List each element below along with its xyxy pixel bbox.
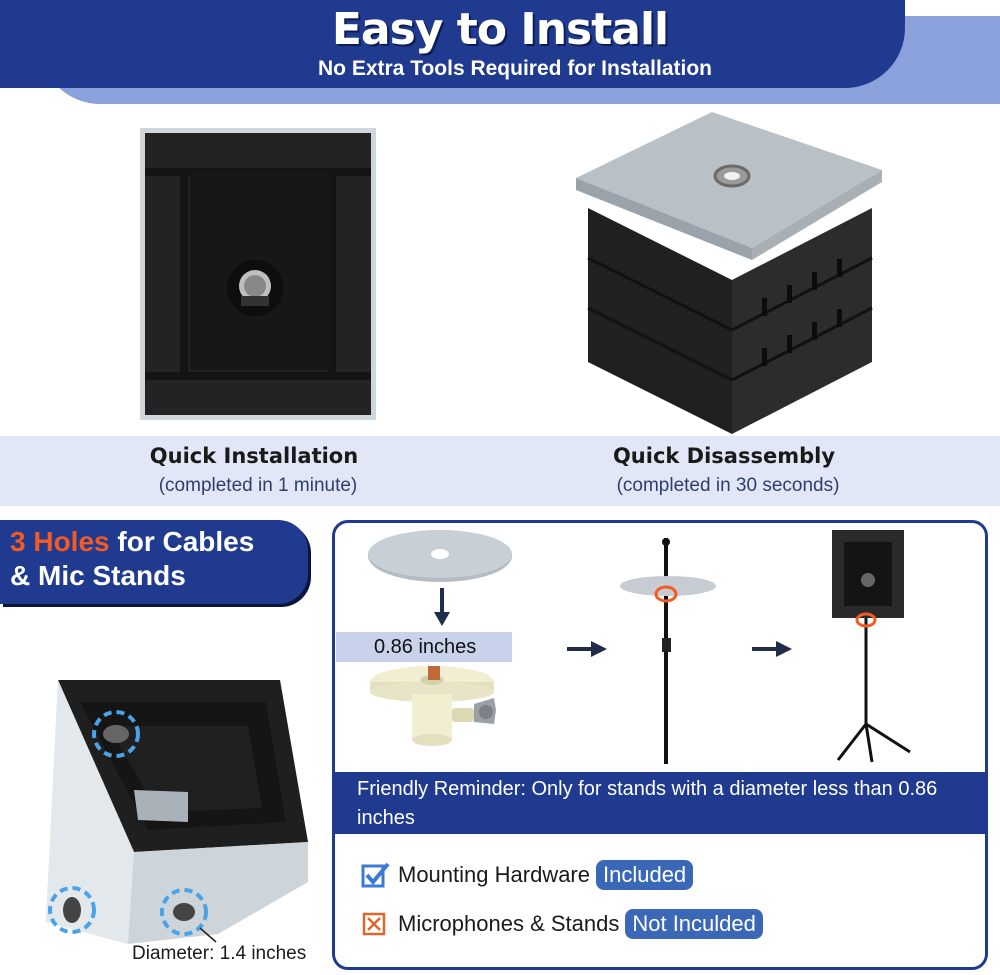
disassembled-booth-image	[576, 112, 882, 434]
booth-holes-image	[46, 680, 308, 944]
checkbox-checked-icon	[361, 862, 390, 888]
holes-heading-line2: & Mic Stands	[10, 560, 186, 591]
status-badge-not-included: Not Inculded	[625, 909, 763, 939]
booth-on-stand-image	[832, 530, 911, 763]
friendly-reminder: Friendly Reminder: Only for stands with …	[335, 772, 985, 834]
page-title: Easy to Install	[331, 4, 669, 55]
installed-booth-image	[140, 128, 376, 420]
caption-band	[0, 436, 1000, 506]
installation-caption-title: Quick Installation	[149, 444, 359, 468]
hole-diameter-label: Diameter: 1.4 inches	[132, 943, 307, 964]
checklist-item-microphones-stands: Microphones & Stands Not Inculded	[360, 908, 763, 940]
status-badge-included: Included	[595, 860, 694, 890]
stand-with-disc-image	[620, 538, 716, 764]
holes-heading-line1: 3 Holes for Cables	[10, 526, 254, 558]
disassembly-caption-title: Quick Disassembly	[612, 444, 836, 468]
page-subtitle: No Extra Tools Required for Installation	[318, 57, 712, 80]
felt-disc-image	[368, 530, 512, 582]
arrow-down-icon	[434, 588, 450, 626]
checkbox-crossed-icon	[362, 912, 386, 936]
arrow-right-icon	[752, 641, 792, 657]
disassembly-caption-subtitle: (completed in 30 seconds)	[616, 475, 840, 496]
arrow-right-icon	[567, 641, 607, 657]
size-label: 0.86 inches	[374, 636, 477, 658]
installation-caption-subtitle: (completed in 1 minute)	[158, 475, 358, 496]
holes-heading-banner	[0, 520, 308, 604]
header-banner	[0, 0, 905, 88]
holes-heading-rest: for Cables	[109, 526, 255, 557]
stand-adapter-image	[370, 666, 496, 746]
size-label-band	[336, 632, 512, 662]
checklist-label: Mounting Hardware	[398, 862, 590, 887]
checklist-label: Microphones & Stands	[398, 911, 620, 936]
checklist-item-mounting-hardware: Mounting Hardware Included	[360, 859, 694, 891]
holes-heading-accent: 3 Holes	[10, 526, 110, 557]
